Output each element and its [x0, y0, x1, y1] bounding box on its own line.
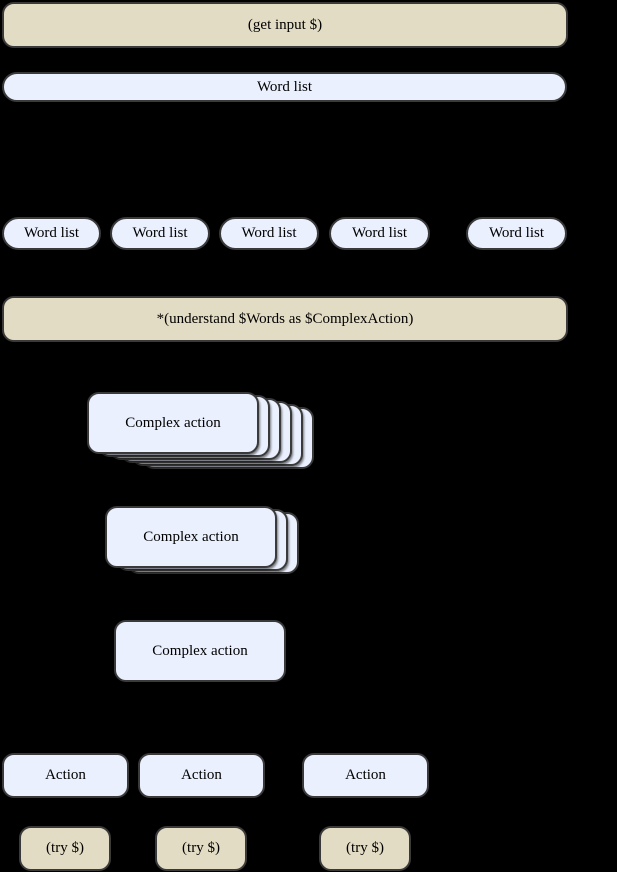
- node-action-1[interactable]: Action: [2, 753, 129, 798]
- node-action-2[interactable]: Action: [138, 753, 265, 798]
- node-word-list-2[interactable]: Word list: [110, 217, 210, 250]
- node-word-list-3[interactable]: Word list: [219, 217, 319, 250]
- node-try-2[interactable]: (try $): [155, 826, 247, 871]
- node-word-list-main[interactable]: Word list: [2, 72, 567, 102]
- node-complex-action-stack-2[interactable]: Complex action: [105, 506, 299, 574]
- node-word-list-4[interactable]: Word list: [329, 217, 430, 250]
- node-complex-action-stack-1[interactable]: Complex action: [87, 392, 314, 469]
- complex-action-label[interactable]: Complex action: [114, 620, 286, 682]
- node-try-1[interactable]: (try $): [19, 826, 111, 871]
- node-word-list-5[interactable]: Word list: [466, 217, 567, 250]
- complex-action-label[interactable]: Complex action: [87, 392, 259, 454]
- node-understand[interactable]: *(understand $Words as $ComplexAction): [2, 296, 568, 342]
- node-word-list-1[interactable]: Word list: [2, 217, 101, 250]
- complex-action-label[interactable]: Complex action: [105, 506, 277, 568]
- node-get-input[interactable]: (get input $): [2, 2, 568, 48]
- node-action-3[interactable]: Action: [302, 753, 429, 798]
- node-complex-action-stack-3[interactable]: Complex action: [114, 620, 286, 682]
- node-try-3[interactable]: (try $): [319, 826, 411, 871]
